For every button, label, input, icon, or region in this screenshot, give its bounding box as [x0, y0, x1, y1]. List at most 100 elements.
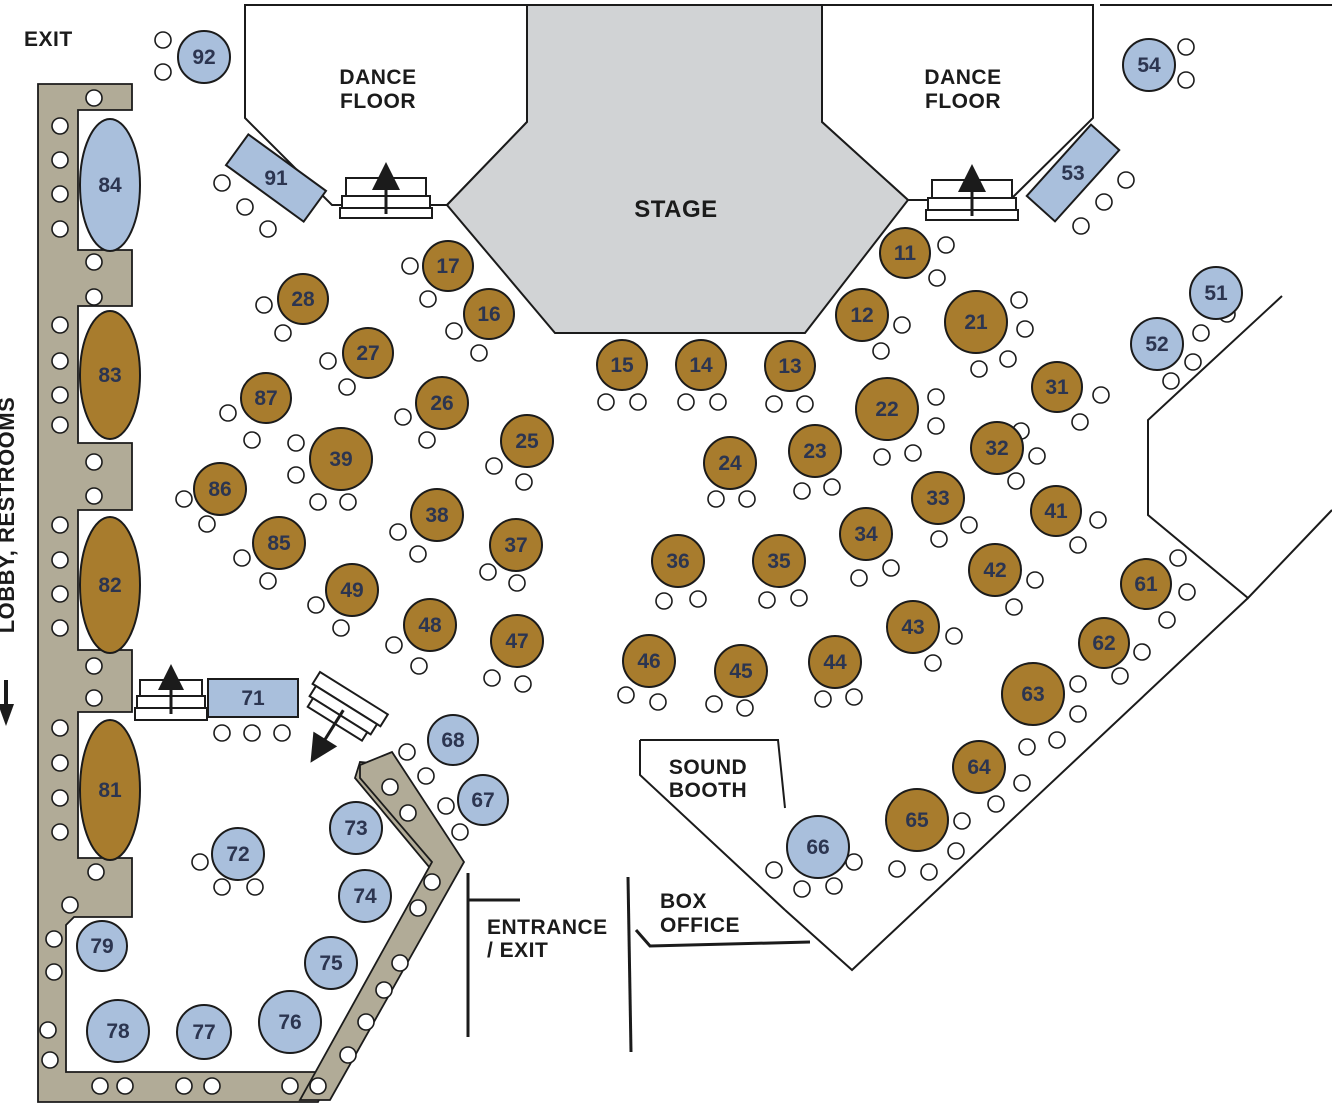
table-82-shape[interactable] [79, 516, 141, 654]
table-32-shape[interactable] [970, 421, 1024, 475]
table-86-shape[interactable] [193, 462, 247, 516]
table-92-shape[interactable] [177, 30, 231, 84]
table-62-shape[interactable] [1078, 617, 1130, 669]
table-73[interactable]: 73 [329, 801, 383, 855]
table-68[interactable]: 68 [427, 714, 479, 766]
table-86[interactable]: 86 [193, 462, 247, 516]
table-46-shape[interactable] [622, 634, 676, 688]
table-28[interactable]: 28 [277, 273, 329, 325]
table-15[interactable]: 15 [596, 339, 648, 391]
table-34[interactable]: 34 [839, 507, 893, 561]
table-53-shape[interactable] [1025, 123, 1121, 223]
table-81-shape[interactable] [79, 719, 141, 861]
table-15-shape[interactable] [596, 339, 648, 391]
table-52-shape[interactable] [1130, 317, 1184, 371]
table-16[interactable]: 16 [463, 288, 515, 340]
table-73-shape[interactable] [329, 801, 383, 855]
table-63-shape[interactable] [1001, 662, 1065, 726]
table-48-shape[interactable] [403, 598, 457, 652]
table-42-shape[interactable] [968, 543, 1022, 597]
table-17-shape[interactable] [422, 240, 474, 292]
table-63[interactable]: 63 [1001, 662, 1065, 726]
table-35[interactable]: 35 [752, 534, 806, 588]
table-11-shape[interactable] [879, 227, 931, 279]
table-83-shape[interactable] [79, 310, 141, 440]
table-84[interactable]: 84 [79, 118, 141, 252]
table-91[interactable]: 91 [224, 133, 328, 223]
table-35-shape[interactable] [752, 534, 806, 588]
table-24-shape[interactable] [703, 436, 757, 490]
table-51-shape[interactable] [1189, 266, 1243, 320]
table-51[interactable]: 51 [1189, 266, 1243, 320]
table-64-shape[interactable] [952, 740, 1006, 794]
table-27-shape[interactable] [342, 327, 394, 379]
table-85-shape[interactable] [252, 516, 306, 570]
table-66[interactable]: 66 [786, 815, 850, 879]
table-85[interactable]: 85 [252, 516, 306, 570]
table-74[interactable]: 74 [338, 869, 392, 923]
table-12-shape[interactable] [835, 288, 889, 342]
table-45[interactable]: 45 [714, 644, 768, 698]
table-83[interactable]: 83 [79, 310, 141, 440]
table-14[interactable]: 14 [675, 339, 727, 391]
table-23[interactable]: 23 [788, 424, 842, 478]
table-53[interactable]: 53 [1025, 123, 1121, 223]
table-36-shape[interactable] [651, 534, 705, 588]
table-25-shape[interactable] [500, 414, 554, 468]
table-22[interactable]: 22 [855, 377, 919, 441]
table-34-shape[interactable] [839, 507, 893, 561]
table-87-shape[interactable] [240, 372, 292, 424]
table-37[interactable]: 37 [489, 518, 543, 572]
table-38-shape[interactable] [410, 488, 464, 542]
table-72[interactable]: 72 [211, 827, 265, 881]
table-66-shape[interactable] [786, 815, 850, 879]
table-87[interactable]: 87 [240, 372, 292, 424]
table-25[interactable]: 25 [500, 414, 554, 468]
table-13-shape[interactable] [764, 340, 816, 392]
table-43-shape[interactable] [886, 600, 940, 654]
table-67[interactable]: 67 [457, 774, 509, 826]
table-17[interactable]: 17 [422, 240, 474, 292]
table-72-shape[interactable] [211, 827, 265, 881]
table-92[interactable]: 92 [177, 30, 231, 84]
table-78-shape[interactable] [86, 999, 150, 1063]
table-61-shape[interactable] [1120, 558, 1172, 610]
table-36[interactable]: 36 [651, 534, 705, 588]
table-26-shape[interactable] [415, 376, 469, 430]
table-47-shape[interactable] [490, 614, 544, 668]
table-11[interactable]: 11 [879, 227, 931, 279]
table-91-shape[interactable] [224, 133, 328, 223]
table-21-shape[interactable] [944, 290, 1008, 354]
table-52[interactable]: 52 [1130, 317, 1184, 371]
table-75-shape[interactable] [304, 936, 358, 990]
table-28-shape[interactable] [277, 273, 329, 325]
table-79[interactable]: 79 [76, 920, 128, 972]
table-33-shape[interactable] [911, 471, 965, 525]
table-32[interactable]: 32 [970, 421, 1024, 475]
table-41[interactable]: 41 [1030, 485, 1082, 537]
table-39-shape[interactable] [309, 427, 373, 491]
table-16-shape[interactable] [463, 288, 515, 340]
table-31-shape[interactable] [1031, 361, 1083, 413]
table-77[interactable]: 77 [176, 1004, 232, 1060]
table-43[interactable]: 43 [886, 600, 940, 654]
table-71-shape[interactable] [207, 678, 299, 718]
table-82[interactable]: 82 [79, 516, 141, 654]
table-46[interactable]: 46 [622, 634, 676, 688]
table-65-shape[interactable] [885, 788, 949, 852]
table-33[interactable]: 33 [911, 471, 965, 525]
table-62[interactable]: 62 [1078, 617, 1130, 669]
table-14-shape[interactable] [675, 339, 727, 391]
table-44[interactable]: 44 [808, 635, 862, 689]
table-76[interactable]: 76 [258, 990, 322, 1054]
table-64[interactable]: 64 [952, 740, 1006, 794]
table-47[interactable]: 47 [490, 614, 544, 668]
table-23-shape[interactable] [788, 424, 842, 478]
table-76-shape[interactable] [258, 990, 322, 1054]
table-77-shape[interactable] [176, 1004, 232, 1060]
table-49-shape[interactable] [325, 563, 379, 617]
table-48[interactable]: 48 [403, 598, 457, 652]
table-26[interactable]: 26 [415, 376, 469, 430]
table-68-shape[interactable] [427, 714, 479, 766]
table-79-shape[interactable] [76, 920, 128, 972]
